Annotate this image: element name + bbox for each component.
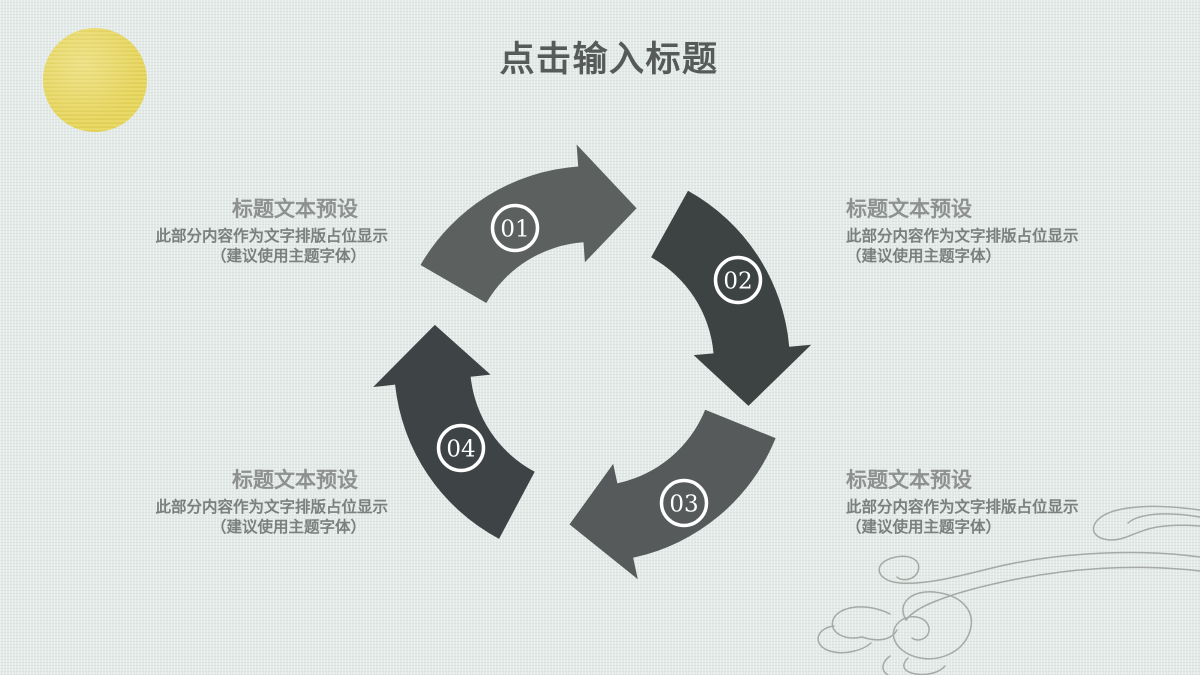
text-block-top-right[interactable]: 标题文本预设 此部分内容作为文字排版占位显示 （建议使用主题字体）: [846, 195, 1156, 266]
block-title[interactable]: 标题文本预设: [232, 196, 358, 221]
cycle-diagram: 01 02 03 04: [371, 144, 813, 588]
cycle-arrow-step-4[interactable]: [371, 321, 538, 544]
badge-number: 04: [446, 437, 475, 463]
block-title[interactable]: 标题文本预设: [846, 467, 972, 492]
block-body-line1[interactable]: 此部分内容作为文字排版占位显示: [846, 497, 1079, 516]
moon-icon: [43, 28, 147, 132]
cloud-line-group: [817, 505, 1200, 675]
block-title[interactable]: 标题文本预设: [846, 196, 972, 221]
badge-number: 03: [669, 492, 698, 518]
text-block-bottom-left[interactable]: 标题文本预设 此部分内容作为文字排版占位显示 （建议使用主题字体）: [78, 466, 388, 537]
badge-ring: [713, 255, 763, 305]
block-body-line2[interactable]: （建议使用主题字体）: [846, 246, 1002, 265]
block-title[interactable]: 标题文本预设: [232, 467, 358, 492]
cloud-icon: [817, 505, 1200, 675]
step-badge-3[interactable]: 03: [659, 478, 709, 528]
step-badge-1[interactable]: 01: [490, 203, 540, 253]
text-block-top-left[interactable]: 标题文本预设 此部分内容作为文字排版占位显示 （建议使用主题字体）: [78, 195, 388, 266]
cycle-arrow-step-2[interactable]: [649, 188, 813, 408]
block-body-line2[interactable]: （建议使用主题字体）: [846, 517, 1002, 536]
badge-number: 01: [500, 217, 529, 243]
badge-ring: [490, 203, 540, 253]
badge-ring: [659, 478, 709, 528]
text-block-bottom-right[interactable]: 标题文本预设 此部分内容作为文字排版占位显示 （建议使用主题字体）: [846, 466, 1156, 537]
step-badge-2[interactable]: 02: [713, 255, 763, 305]
badge-ring: [436, 423, 486, 473]
block-body-line2[interactable]: （建议使用主题字体）: [210, 246, 366, 265]
block-body-line1[interactable]: 此部分内容作为文字排版占位显示: [846, 226, 1079, 245]
slide-title[interactable]: 点击输入标题: [499, 39, 719, 80]
block-body-line2[interactable]: （建议使用主题字体）: [210, 517, 366, 536]
step-badge-4[interactable]: 04: [436, 423, 486, 473]
badge-number: 02: [723, 269, 752, 295]
block-body-line1[interactable]: 此部分内容作为文字排版占位显示: [155, 226, 388, 245]
block-body-line1[interactable]: 此部分内容作为文字排版占位显示: [155, 497, 388, 516]
